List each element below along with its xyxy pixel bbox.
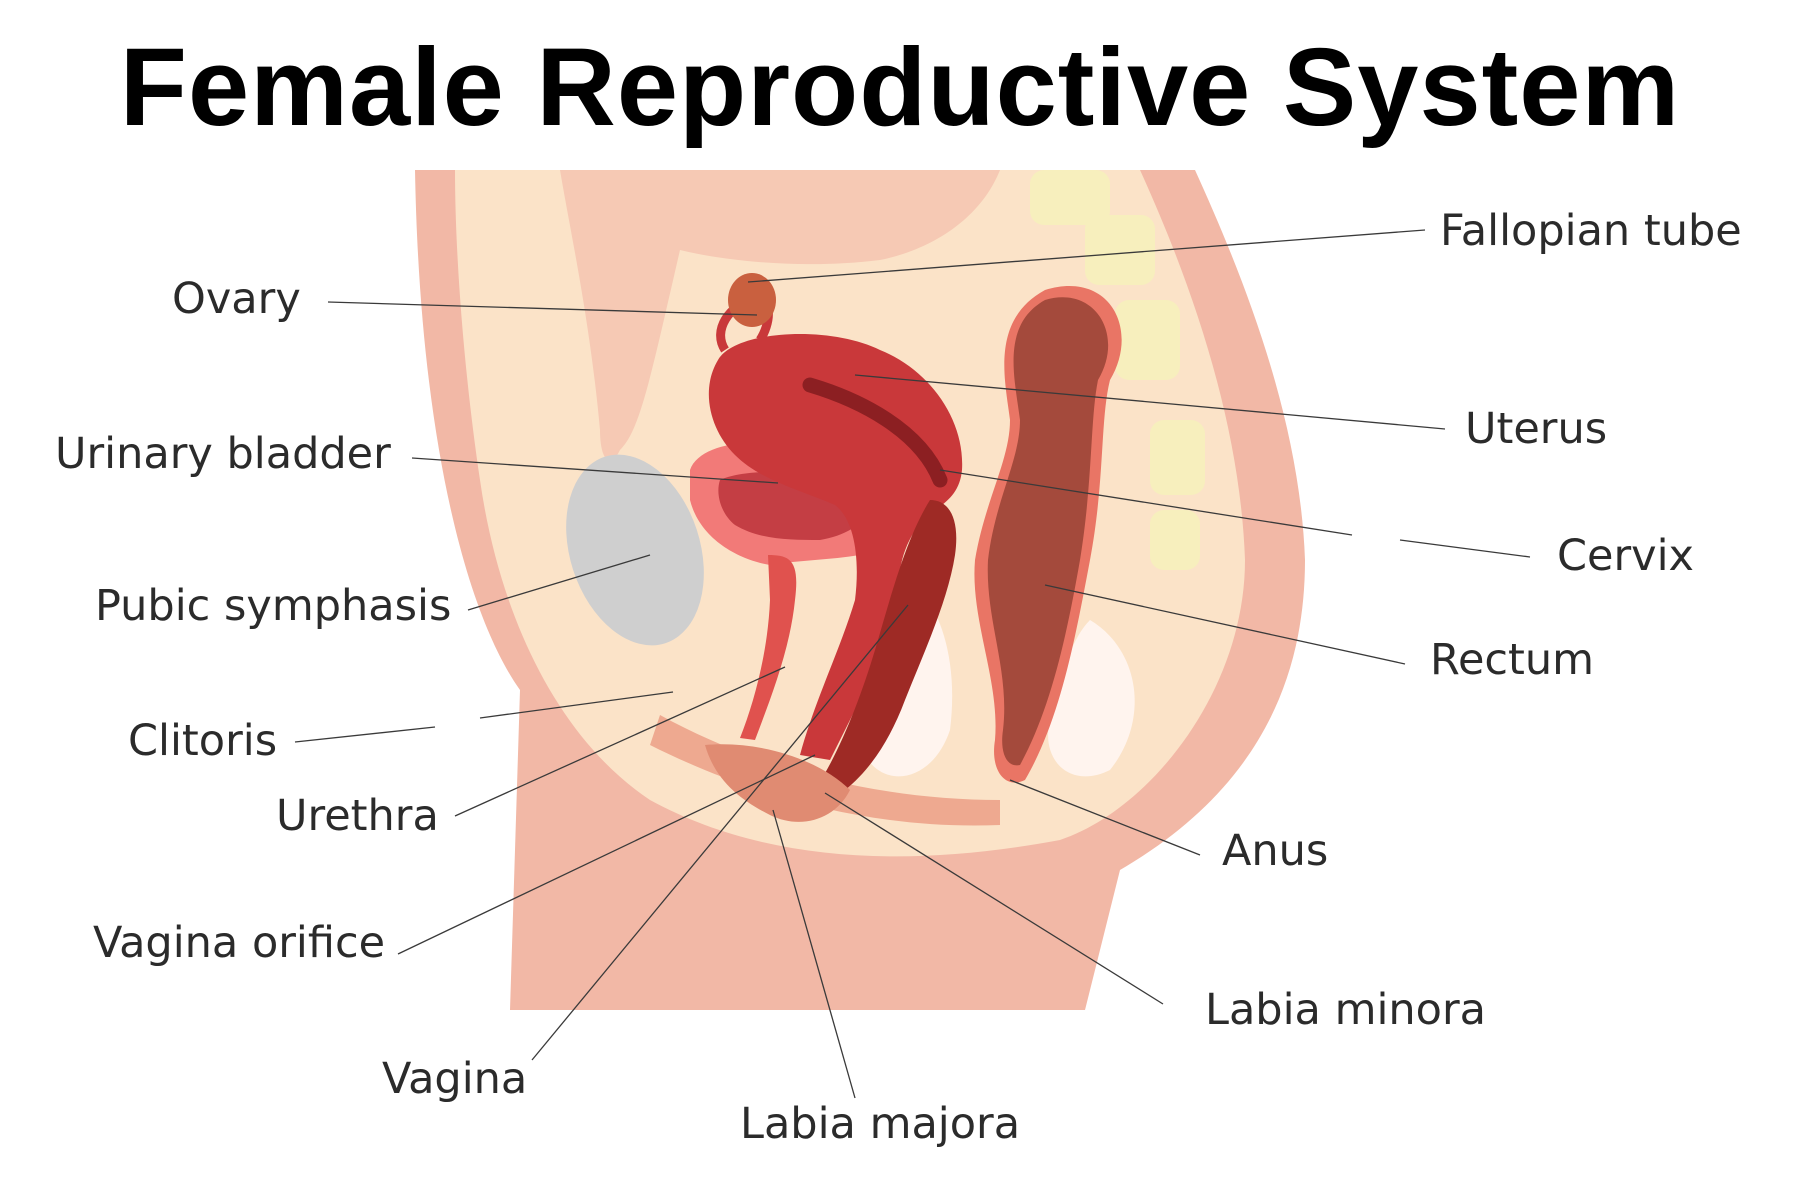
label-uterus: Uterus	[1465, 404, 1607, 454]
abdominal-wall	[560, 170, 1000, 461]
pelvic-floor	[650, 715, 1000, 826]
spine	[1030, 170, 1205, 570]
label-fallopian-tube: Fallopian tube	[1440, 206, 1742, 256]
urethra-shape	[740, 555, 797, 740]
label-pubic-symphasis: Pubic symphasis	[95, 581, 451, 631]
label-rectum: Rectum	[1430, 635, 1594, 685]
rectum-inner	[987, 297, 1109, 766]
vagina-canal	[818, 500, 957, 790]
labels: Fallopian tube Ovary Uterus Urinary blad…	[55, 206, 1742, 1149]
uterine-cavity	[802, 377, 948, 488]
ovary-shape	[728, 273, 776, 327]
label-ovary: Ovary	[172, 274, 301, 324]
vestibule-shape	[705, 744, 850, 822]
label-vagina-orifice: Vagina orifice	[93, 918, 385, 968]
label-vagina: Vagina	[382, 1054, 527, 1104]
label-anus: Anus	[1222, 826, 1328, 876]
label-cervix: Cervix	[1557, 531, 1694, 581]
label-labia-majora: Labia majora	[740, 1099, 1020, 1149]
label-urethra: Urethra	[276, 791, 439, 841]
label-urinary-bladder: Urinary bladder	[55, 429, 391, 479]
label-labia-minora: Labia minora	[1205, 985, 1486, 1035]
label-clitoris: Clitoris	[128, 716, 277, 766]
page-title: Female Reproductive System	[119, 26, 1681, 149]
uterus-shape	[708, 333, 963, 760]
pubic-bone	[566, 454, 704, 646]
leader-lines	[294, 229, 1531, 1099]
ischium-back	[1048, 620, 1135, 777]
